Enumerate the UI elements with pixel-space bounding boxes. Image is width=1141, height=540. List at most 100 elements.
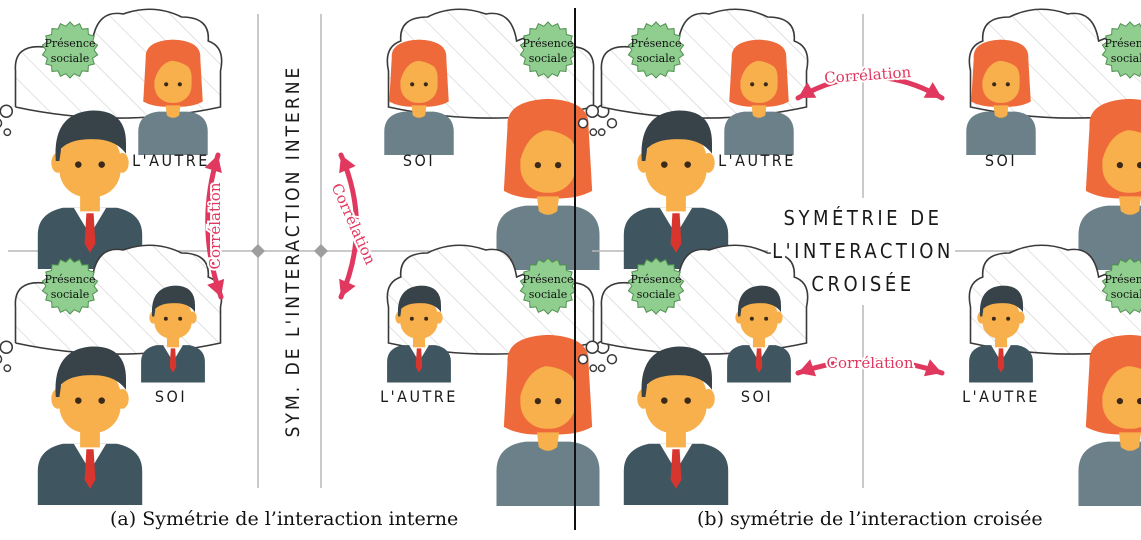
a-bottom-right-label: L'AUTRE [380, 387, 458, 406]
eye [554, 397, 562, 405]
thought-bubble [606, 353, 618, 365]
face [520, 128, 576, 193]
face [740, 298, 778, 339]
eye [749, 316, 754, 321]
face [154, 59, 192, 103]
panel-b-correlation-arrow-top [795, 74, 945, 101]
eye [661, 397, 668, 404]
tie [415, 348, 423, 373]
face [400, 298, 438, 339]
face [1102, 364, 1141, 429]
panel-b-center-title-line-1: SYMÉTRIE DE [784, 206, 943, 230]
eye [164, 82, 169, 87]
face [59, 132, 121, 197]
hair [979, 285, 1023, 317]
thought-bubble [3, 128, 12, 137]
eye [992, 82, 997, 87]
eye [763, 82, 768, 87]
b-bottom-left-thought-man [727, 285, 791, 383]
social-presence-badge: Présence sociale [41, 21, 99, 79]
arrow-shaft [795, 358, 945, 376]
eye [178, 316, 183, 321]
hair [397, 285, 441, 317]
badge-shape [627, 257, 685, 315]
tie [670, 213, 682, 253]
social-presence-badge: Présence sociale [519, 257, 577, 315]
hair-front [1096, 344, 1141, 396]
thought-bubble [589, 128, 598, 137]
panel-b-correlation-label-bottom: Corrélation [827, 354, 914, 372]
face [645, 132, 707, 197]
eye [661, 161, 668, 168]
shirt [1078, 441, 1141, 507]
badge-label-line1: Présence [1104, 37, 1141, 50]
b-top-left-thought-woman [724, 39, 794, 155]
thought-bubble [3, 364, 12, 373]
face [982, 59, 1020, 103]
face [400, 59, 438, 103]
b-top-left-label: L'AUTRE [718, 151, 796, 170]
a-top-right-woman [496, 98, 600, 270]
badge-label-line1: Présence [44, 273, 95, 286]
eye [423, 82, 428, 87]
b-bottom-right-woman [1078, 334, 1141, 507]
badge-label-line2: sociale [529, 288, 568, 301]
badge-label-line2: sociale [1111, 52, 1141, 65]
panel-b-correlation-label-top: Corrélation [824, 63, 912, 87]
badge-label-line1: Présence [522, 37, 573, 50]
eye [409, 316, 414, 321]
b-top-right-woman [1078, 98, 1141, 271]
neck [993, 105, 1009, 118]
arrow-head [207, 278, 225, 297]
eye [1136, 397, 1141, 405]
b-bottom-right-thought-man [969, 285, 1033, 383]
a-bottom-right-thought-man [387, 285, 451, 383]
hair-front [736, 45, 782, 81]
arrow-head [339, 278, 356, 297]
hair-front [1096, 108, 1141, 160]
arrow-shaft [338, 152, 359, 300]
eye [75, 397, 82, 404]
tie [169, 348, 177, 373]
badge-shape [519, 21, 577, 79]
badge-label-line1: Présence [630, 37, 681, 50]
thought-bubble [585, 104, 600, 118]
tie [84, 213, 96, 253]
eye [1005, 82, 1010, 87]
neck [165, 105, 181, 118]
a-bottom-left-man [37, 346, 143, 505]
eye [534, 161, 542, 169]
diamond-marker [251, 244, 265, 258]
b-bottom-right-label: L'AUTRE [962, 387, 1040, 406]
hair-front [978, 45, 1024, 81]
face [59, 368, 121, 433]
eye [98, 161, 105, 168]
neck [536, 432, 560, 451]
arrow-head [923, 82, 942, 98]
a-top-right-label: SOI [403, 151, 435, 170]
b-top-left-man [623, 110, 729, 269]
eye [177, 82, 182, 87]
neck [536, 196, 560, 215]
thought-bubble [597, 364, 606, 373]
shirt [724, 111, 794, 155]
shirt [1078, 205, 1141, 271]
badge-label-line1: Présence [522, 273, 573, 286]
a-bottom-left-thought-man [141, 285, 205, 383]
eye [1116, 397, 1124, 405]
panel-divider [574, 8, 576, 530]
panel-b-center-title-line-3: CROISÉE [811, 272, 914, 296]
caption-a: (a) Symétrie de l’interaction interne [110, 508, 459, 530]
a-bottom-left-label: SOI [155, 387, 187, 406]
face [740, 59, 778, 103]
shirt [138, 111, 208, 155]
badge-label-line1: Présence [44, 37, 95, 50]
badge-label-line2: sociale [51, 52, 90, 65]
b-bottom-left-man [623, 346, 729, 505]
arrow-head [923, 359, 942, 377]
neck [751, 105, 767, 118]
badge-shape [627, 21, 685, 79]
